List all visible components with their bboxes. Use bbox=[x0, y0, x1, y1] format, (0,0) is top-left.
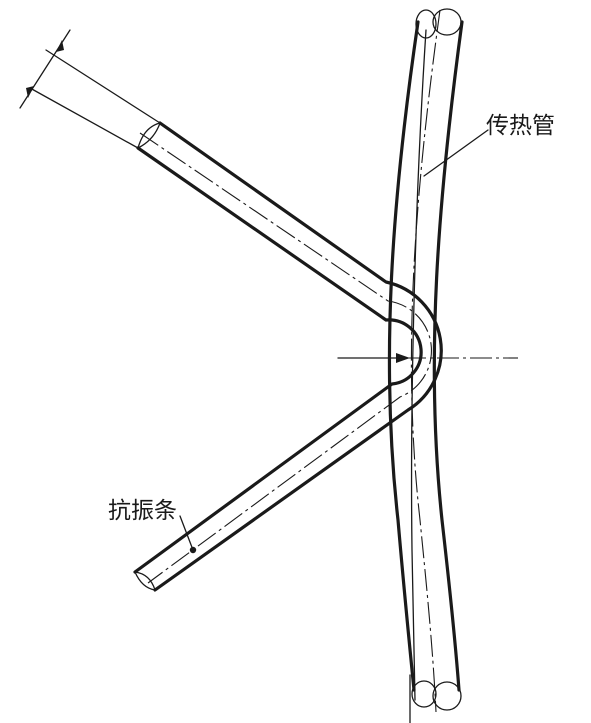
bar-leader-dot bbox=[189, 546, 197, 554]
bar-inner-edge bbox=[133, 146, 423, 574]
bar-outer-edge bbox=[153, 121, 443, 592]
tube-bottom-end-2 bbox=[432, 681, 462, 711]
tube-top-end bbox=[415, 9, 437, 39]
anti-vibration-bar bbox=[133, 121, 443, 592]
tube-top-end-2 bbox=[432, 8, 462, 36]
tube-inner-line bbox=[410, 29, 427, 701]
bar-leader-line bbox=[179, 515, 194, 551]
bar-label: 抗振条 bbox=[108, 498, 177, 524]
dimension-arrow-2 bbox=[26, 86, 34, 98]
bar-bottom-end-back bbox=[134, 571, 156, 591]
tube-bottom-end bbox=[411, 680, 437, 708]
tube-left-edge bbox=[387, 20, 420, 692]
width-dimension bbox=[19, 29, 161, 149]
heat-transfer-tube bbox=[387, 8, 464, 723]
center-axis bbox=[337, 353, 518, 363]
bar-centerline bbox=[139, 132, 432, 584]
tube-label: 传热管 bbox=[486, 113, 555, 139]
extension-line-2 bbox=[29, 87, 139, 149]
tube-leader-line bbox=[423, 129, 489, 177]
axis-arrowhead bbox=[396, 353, 410, 363]
tube-right-edge bbox=[432, 20, 464, 692]
bar-top-end-back bbox=[137, 122, 161, 149]
extension-line-1 bbox=[45, 49, 161, 124]
dimension-arrow-1 bbox=[56, 40, 64, 52]
bar-bottom-end bbox=[134, 571, 156, 591]
tube-centerline bbox=[410, 9, 441, 713]
bar-top-end bbox=[137, 122, 161, 149]
